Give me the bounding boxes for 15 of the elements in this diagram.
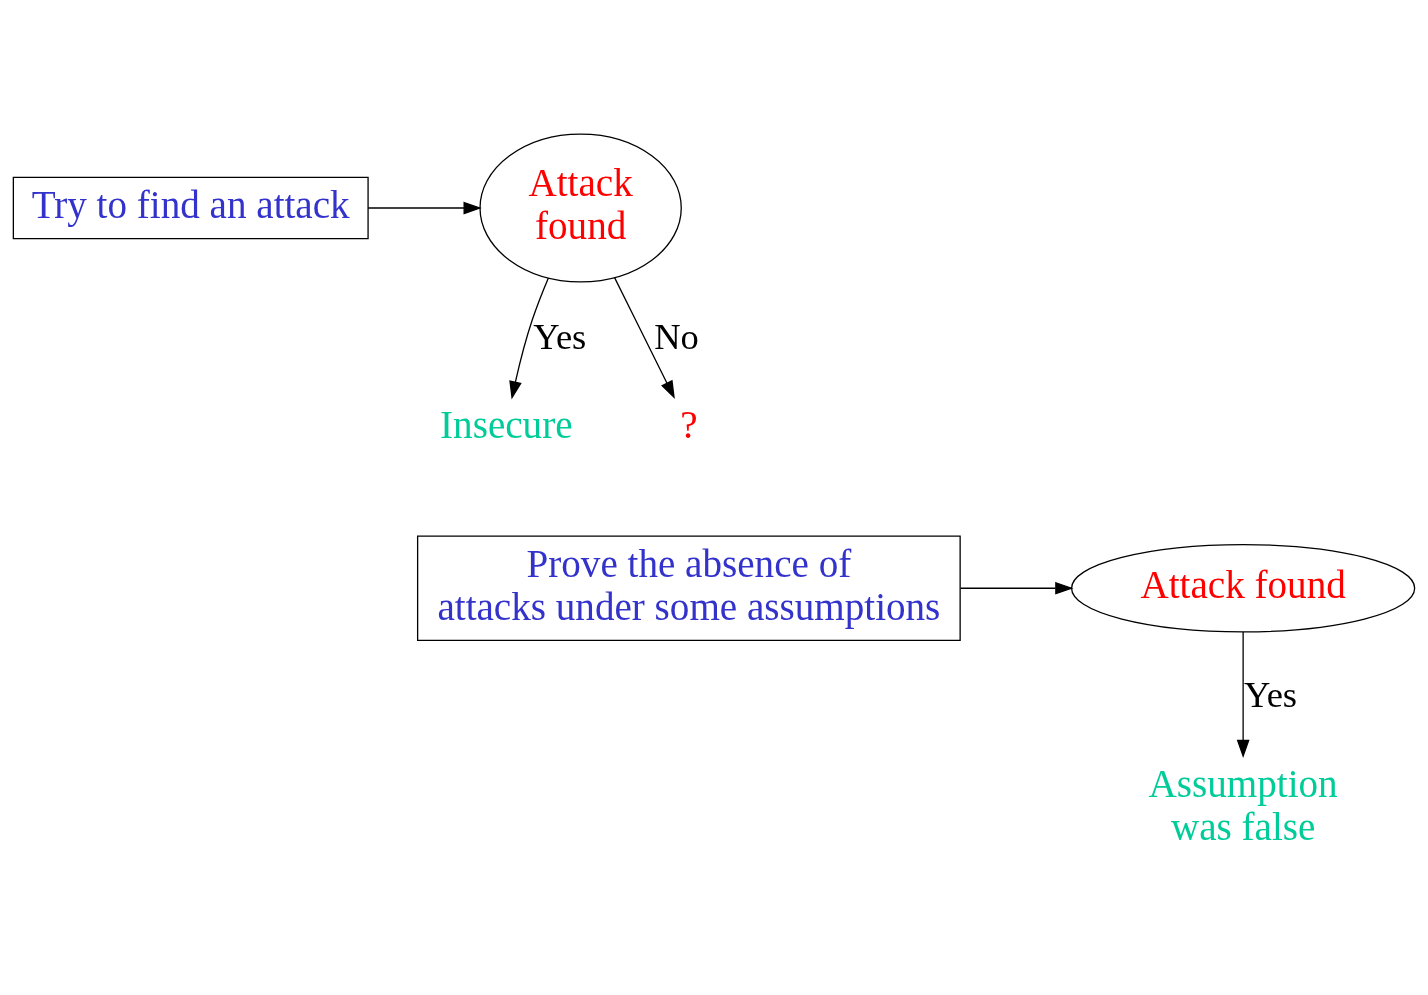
arrow <box>1236 631 1250 759</box>
edge-label: No <box>654 315 699 357</box>
arrow <box>613 277 675 400</box>
node-ellipse: Attack found <box>479 133 682 283</box>
node-ellipse: Attack found <box>1070 543 1416 633</box>
node-text: Assumption was false <box>1148 761 1338 848</box>
arrow <box>959 581 1074 595</box>
node-text: ? <box>680 403 698 447</box>
node-box: Try to find an attack <box>12 176 369 240</box>
edge-label: Yes <box>533 315 587 357</box>
node-box: Prove the absence of attacks under some assumptions <box>417 535 961 642</box>
arrow <box>367 201 482 215</box>
node-text: Insecure <box>440 403 573 447</box>
arrow <box>509 277 550 400</box>
edge-label: Yes <box>1243 674 1298 716</box>
